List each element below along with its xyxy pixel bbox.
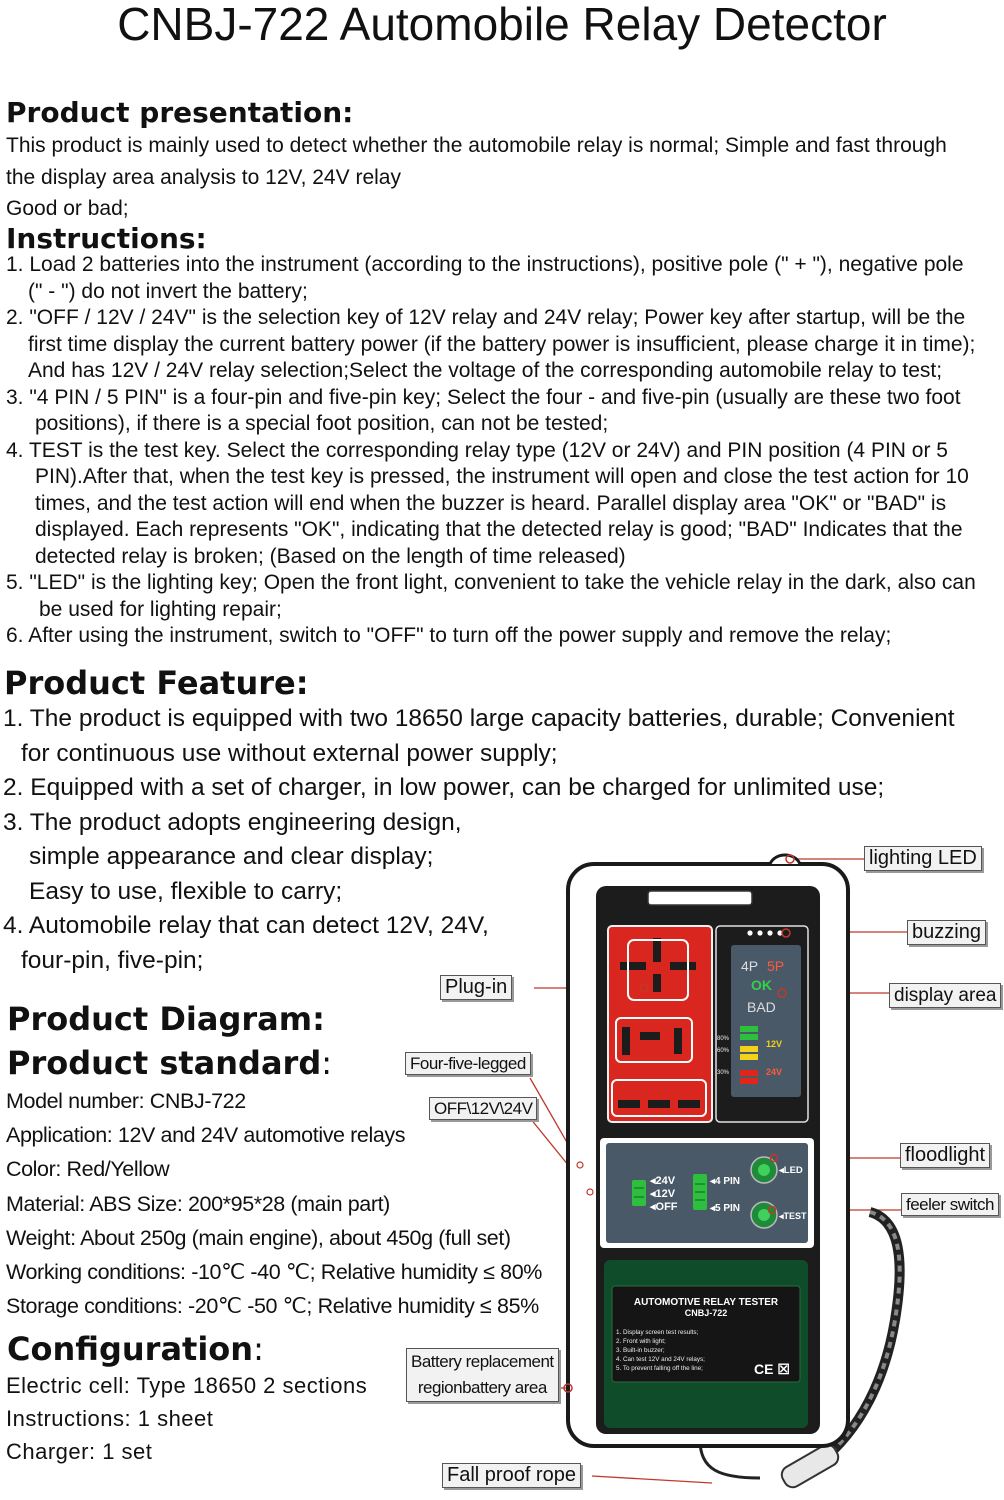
feature-heading: Product Feature: <box>4 664 309 702</box>
standard-line: Material: ABS Size: 200*95*28 (main part… <box>6 1191 390 1216</box>
callout-battery-line: Battery replacement <box>411 1352 554 1371</box>
display-5p: 5P <box>767 958 784 974</box>
instruction-line: 6. After using the instrument, switch to… <box>6 624 892 647</box>
callout-buzzing: buzzing <box>907 920 986 945</box>
presentation-line: This product is mainly used to detect wh… <box>6 134 947 157</box>
instruction-line: times, and the test action will end when… <box>35 491 947 515</box>
level-80: 80% <box>717 1036 730 1042</box>
panel-title: AUTOMOTIVE RELAY TESTER <box>634 1297 779 1308</box>
instruction-line: be used for lighting repair; <box>39 597 282 621</box>
callout-display-area: display area <box>889 983 1002 1008</box>
configuration-list: Electric cell: Type 18650 2 sections Ins… <box>6 1369 367 1468</box>
feature-line: 3. The product adopts engineering design… <box>3 808 462 836</box>
feature-line: simple appearance and clear display; <box>29 843 434 870</box>
label-12v: ◂12V <box>649 1188 676 1200</box>
plug-in-socket <box>607 925 713 1123</box>
feature-line: 2. Equipped with a set of charger, in lo… <box>3 774 885 801</box>
instruction-line: (" - ") do not invert the battery; <box>28 279 308 303</box>
display-ok: OK <box>751 977 772 993</box>
configuration-heading: Configuration: <box>7 1330 264 1368</box>
test-button[interactable] <box>750 1201 778 1229</box>
feature-list: 1. The product is equipped with two 1865… <box>3 702 955 978</box>
callout-battery-line: regionbattery area <box>417 1378 547 1397</box>
instruction-line: 2. "OFF / 12V / 24V" is the selection ke… <box>6 306 966 329</box>
led-button[interactable] <box>750 1156 778 1184</box>
panel-item: 4. Can test 12V and 24V relays; <box>616 1356 705 1363</box>
display-24v: 24V <box>766 1067 782 1077</box>
label-test: ◂TEST <box>778 1211 807 1221</box>
instructions-heading: Instructions: <box>6 222 207 255</box>
callout-floodlight: floodlight <box>900 1143 991 1168</box>
standard-line: Application: 12V and 24V automotive rela… <box>6 1123 406 1148</box>
display-12v: 12V <box>766 1039 782 1049</box>
page-title: CNBJ-722 Automobile Relay Detector <box>117 0 887 50</box>
standard-line: Color: Red/Yellow <box>6 1157 170 1182</box>
level-60: 60% <box>717 1048 730 1054</box>
fall-proof-rope <box>698 1207 905 1489</box>
level-30: 30% <box>717 1070 730 1076</box>
callout-feeler-switch: feeler switch <box>901 1193 999 1216</box>
feature-line: 4. Automobile relay that can detect 12V,… <box>3 912 489 939</box>
feature-line: Easy to use, flexible to carry; <box>29 877 343 905</box>
panel-item: 5. To prevent falling off the line; <box>616 1365 703 1372</box>
configuration-heading-text: Configuration <box>7 1330 254 1368</box>
instruction-line: PIN).After that, when the test key is pr… <box>35 465 969 488</box>
instruction-line: And has 12V / 24V relay selection;Select… <box>28 359 943 382</box>
standard-line: Weight: About 250g (main engine), about … <box>6 1225 511 1250</box>
standard-heading-text: Product standard <box>7 1044 322 1082</box>
panel-item: 3. Built-in buzzer; <box>616 1347 665 1354</box>
panel-item: 1. Display screen test results; <box>616 1329 698 1336</box>
display-4p: 4P <box>741 958 758 974</box>
feature-line: for continuous use without external powe… <box>21 739 558 767</box>
callout-off-12v-24v: OFF\12V\24V <box>429 1097 538 1120</box>
buzzer-dots <box>747 930 783 936</box>
panel-item: 2. Front with light; <box>616 1338 666 1345</box>
instruction-line: 1. Load 2 batteries into the instrument … <box>6 253 964 276</box>
configuration-heading-colon: : <box>253 1330 264 1368</box>
presentation-text: This product is mainly used to detect wh… <box>6 133 947 223</box>
label-24v: ◂24V <box>649 1175 676 1187</box>
callout-lighting-led: lighting LED <box>864 846 982 871</box>
panel-model: CNBJ-722 <box>685 1308 728 1318</box>
configuration-line: Charger: 1 set <box>6 1439 153 1464</box>
standard-heading: Product standard: <box>7 1044 332 1082</box>
label-off: ◂OFF <box>649 1201 678 1213</box>
presentation-line: the display area analysis to 12V, 24V re… <box>6 165 401 189</box>
battery-level-bars <box>740 1026 758 1084</box>
callout-four-five-legged: Four-five-legged <box>405 1052 531 1075</box>
instructions-list: 1. Load 2 batteries into the instrument … <box>6 252 976 650</box>
pin-switch[interactable] <box>693 1174 707 1210</box>
voltage-switch[interactable] <box>632 1180 646 1206</box>
label-5pin: ◂5 PIN <box>709 1203 740 1214</box>
instruction-line: 3. "4 PIN / 5 PIN" is a four-pin and fiv… <box>6 385 961 409</box>
configuration-line: Instructions: 1 sheet <box>6 1406 214 1431</box>
ce-mark: CE ☒ <box>754 1361 790 1377</box>
standard-heading-colon: : <box>321 1044 332 1082</box>
callout-plug-in: Plug-in <box>440 975 513 1000</box>
instruction-line: positions), if there is a special foot p… <box>35 412 609 435</box>
diagram-heading: Product Diagram: <box>7 1000 325 1038</box>
feature-line: four-pin, five-pin; <box>21 946 204 974</box>
label-4pin: ◂4 PIN <box>709 1176 740 1187</box>
callout-battery-region: Battery replacement regionbattery area <box>406 1348 559 1402</box>
standard-line: Storage conditions: -20℃ -50 ℃; Relative… <box>6 1294 539 1319</box>
presentation-line: Good or bad; <box>6 197 129 220</box>
display-bad: BAD <box>747 999 776 1015</box>
instruction-line: detected relay is broken; (Based on the … <box>35 544 626 568</box>
standard-line: Model number: CNBJ-722 <box>6 1089 246 1113</box>
instruction-line: first time display the current battery p… <box>28 332 976 356</box>
label-led: ◂LED <box>778 1165 803 1176</box>
presentation-heading: Product presentation: <box>6 96 354 129</box>
configuration-line: Electric cell: Type 18650 2 sections <box>6 1373 368 1398</box>
standard-list: Model number: CNBJ-722 Application: 12V … <box>6 1084 542 1323</box>
callout-fall-proof-rope: Fall proof rope <box>442 1463 581 1488</box>
feature-line: 1. The product is equipped with two 1865… <box>3 705 955 732</box>
instruction-line: displayed. Each represents "OK", indicat… <box>35 518 963 541</box>
standard-line: Working conditions: -10℃ -40 ℃; Relative… <box>6 1260 543 1285</box>
instruction-line: 4. TEST is the test key. Select the corr… <box>6 438 948 462</box>
instruction-line: 5. "LED" is the lighting key; Open the f… <box>6 571 976 594</box>
